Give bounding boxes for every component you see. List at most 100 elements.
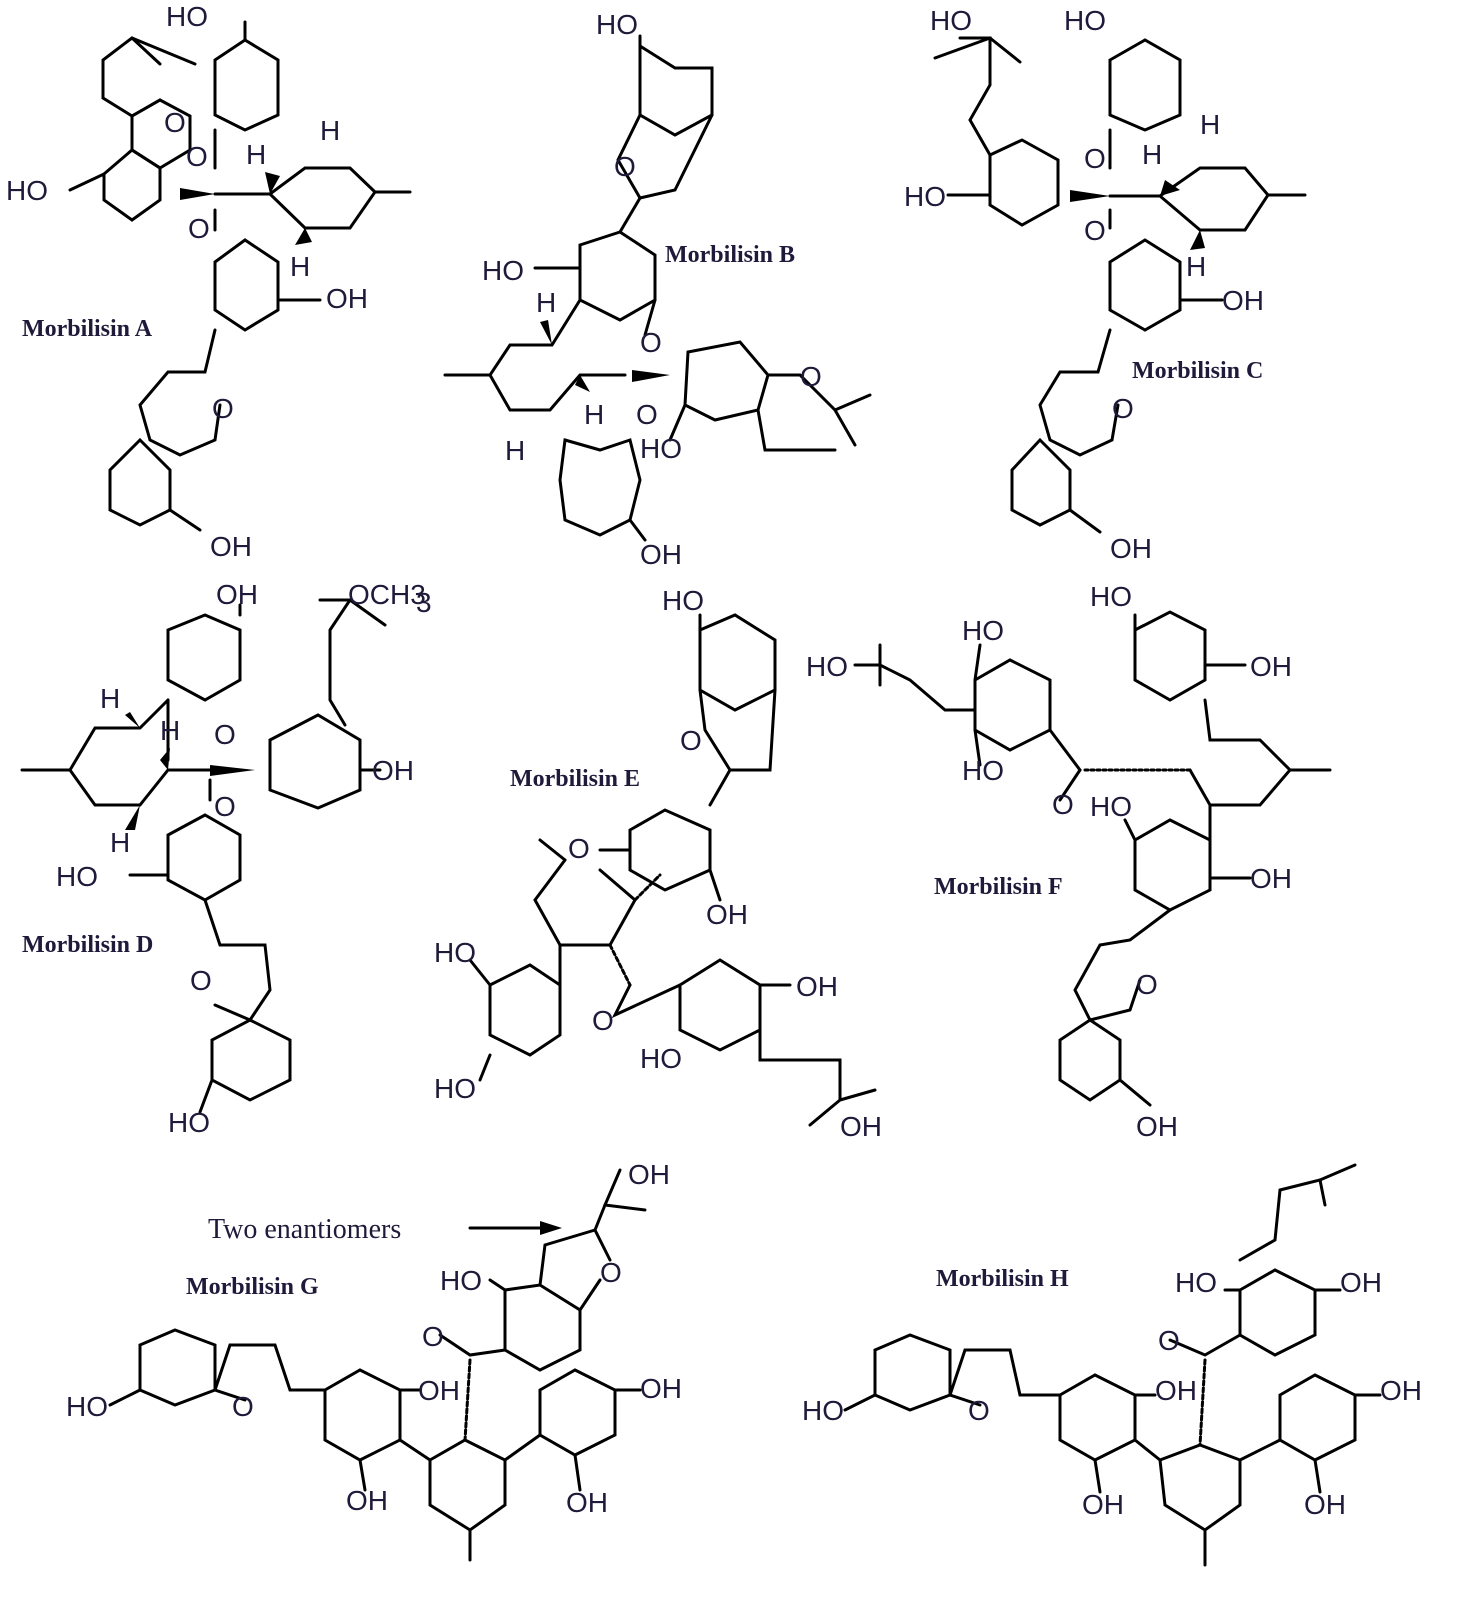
atom-label: O: [214, 719, 236, 750]
atom-label: OH: [1250, 651, 1292, 682]
atom-label: OH: [1136, 1111, 1178, 1142]
atom-label: OCH3: [348, 579, 426, 610]
atom-label: H: [1186, 251, 1206, 282]
atom-label: HO: [434, 1073, 476, 1104]
compound-label: Morbilisin C: [1132, 358, 1263, 384]
atom-label: O: [640, 327, 662, 358]
atom-label: HO: [904, 181, 946, 212]
atom-label: O: [232, 1391, 254, 1422]
compound-label: Morbilisin G: [186, 1274, 319, 1300]
atom-label: HO: [66, 1391, 108, 1422]
atom-label: O: [1112, 393, 1134, 424]
compound-label: Morbilisin A: [22, 316, 153, 342]
atom-label: OH: [216, 579, 258, 610]
atom-label: OH: [706, 899, 748, 930]
atom-label: HO: [166, 1, 208, 32]
atom-label: O: [636, 399, 658, 430]
atom-label: H: [584, 399, 604, 430]
atom-label: HO: [6, 175, 48, 206]
atom-label: O: [1052, 789, 1074, 820]
atom-label: HO: [962, 755, 1004, 786]
atom-label: OH: [1110, 533, 1152, 564]
atom-subscript: 3: [416, 587, 432, 618]
atom-label: HO: [168, 1107, 210, 1138]
atom-label: OH: [346, 1485, 388, 1516]
compound-label: Morbilisin H: [936, 1266, 1069, 1292]
structure-morbilisin-e: HO O O OH HO O OH HO HO OH Morbilisin E: [434, 585, 882, 1142]
structure-morbilisin-h: HO OH O HO O OH OH OH OH Morbilisin H: [802, 1163, 1422, 1567]
atom-label: H: [100, 683, 120, 714]
atom-label: H: [536, 287, 556, 318]
atom-label: HO: [1090, 581, 1132, 612]
atom-label: H: [110, 827, 130, 858]
atom-label: OH: [1304, 1489, 1346, 1520]
atom-label: O: [186, 141, 208, 172]
atom-label: HO: [482, 255, 524, 286]
atom-label: O: [1158, 1325, 1180, 1356]
structure-morbilisin-a: HO O H O H HO O H OH O OH Morbilisin A: [6, 1, 412, 562]
compound-label: Morbilisin D: [22, 932, 153, 958]
atom-label: HO: [56, 861, 98, 892]
atom-label: HO: [434, 937, 476, 968]
atom-label: O: [1136, 969, 1158, 1000]
atom-label: H: [505, 435, 525, 466]
atom-label: H: [160, 715, 180, 746]
atom-label: O: [190, 965, 212, 996]
atom-label: HO: [802, 1395, 844, 1426]
atom-label: HO: [440, 1265, 482, 1296]
atom-label: OH: [566, 1487, 608, 1518]
atom-label: OH: [840, 1111, 882, 1142]
atom-label: OH: [1340, 1267, 1382, 1298]
atom-label: HO: [1064, 5, 1106, 36]
atom-label: OH: [1155, 1375, 1197, 1406]
atom-label: O: [968, 1395, 990, 1426]
atom-label: O: [1084, 215, 1106, 246]
atom-label: OH: [372, 755, 414, 786]
atom-label: O: [212, 393, 234, 424]
atom-label: OH: [796, 971, 838, 1002]
atom-label: O: [614, 151, 636, 182]
compound-label: Morbilisin F: [934, 874, 1063, 900]
atom-label: O: [600, 1257, 622, 1288]
atom-label: OH: [1380, 1375, 1422, 1406]
structure-morbilisin-b: HO O HO H O O H O H HO OH Morbilisin B: [443, 9, 872, 570]
structure-morbilisin-g: Two enantiomers OH HO O O HO O OH OH OH …: [66, 1159, 682, 1562]
atom-label: OH: [628, 1159, 670, 1190]
atom-label: HO: [640, 1043, 682, 1074]
atom-label: HO: [662, 585, 704, 616]
atom-label: HO: [1090, 791, 1132, 822]
atom-label: OH: [1222, 285, 1264, 316]
atom-label: HO: [962, 615, 1004, 646]
atom-label: H: [290, 251, 310, 282]
atom-label: H: [320, 115, 340, 146]
atom-label: H: [1142, 139, 1162, 170]
atom-label: HO: [1175, 1267, 1217, 1298]
arrow-head: [540, 1221, 562, 1235]
atom-label: OH: [210, 531, 252, 562]
structure-morbilisin-f: HO HO HO OH HO O HO OH O OH Morbilisin F: [806, 581, 1332, 1142]
atom-label: HO: [930, 5, 972, 36]
compound-label: Morbilisin B: [665, 242, 795, 268]
atom-label: O: [214, 791, 236, 822]
atom-label: HO: [596, 9, 638, 40]
atom-label: OH: [418, 1375, 460, 1406]
atom-label: H: [246, 139, 266, 170]
compound-label: Morbilisin E: [510, 766, 640, 792]
atom-label: OH: [1082, 1489, 1124, 1520]
atom-label: O: [422, 1321, 444, 1352]
atom-label: O: [164, 107, 186, 138]
atom-label: OH: [326, 283, 368, 314]
atom-label: O: [680, 725, 702, 756]
atom-label: HO: [806, 651, 848, 682]
atom-label: O: [800, 361, 822, 392]
atom-label: O: [1084, 143, 1106, 174]
enantiomer-note: Two enantiomers: [208, 1214, 401, 1245]
structure-morbilisin-d: OH OCH3 3 H H O OH O H HO O HO Morbilisi…: [20, 579, 432, 1138]
atom-label: OH: [1250, 863, 1292, 894]
atom-label: OH: [640, 539, 682, 570]
atom-label: HO: [640, 433, 682, 464]
atom-label: O: [188, 213, 210, 244]
atom-label: O: [592, 1005, 614, 1036]
atom-label: OH: [640, 1373, 682, 1404]
